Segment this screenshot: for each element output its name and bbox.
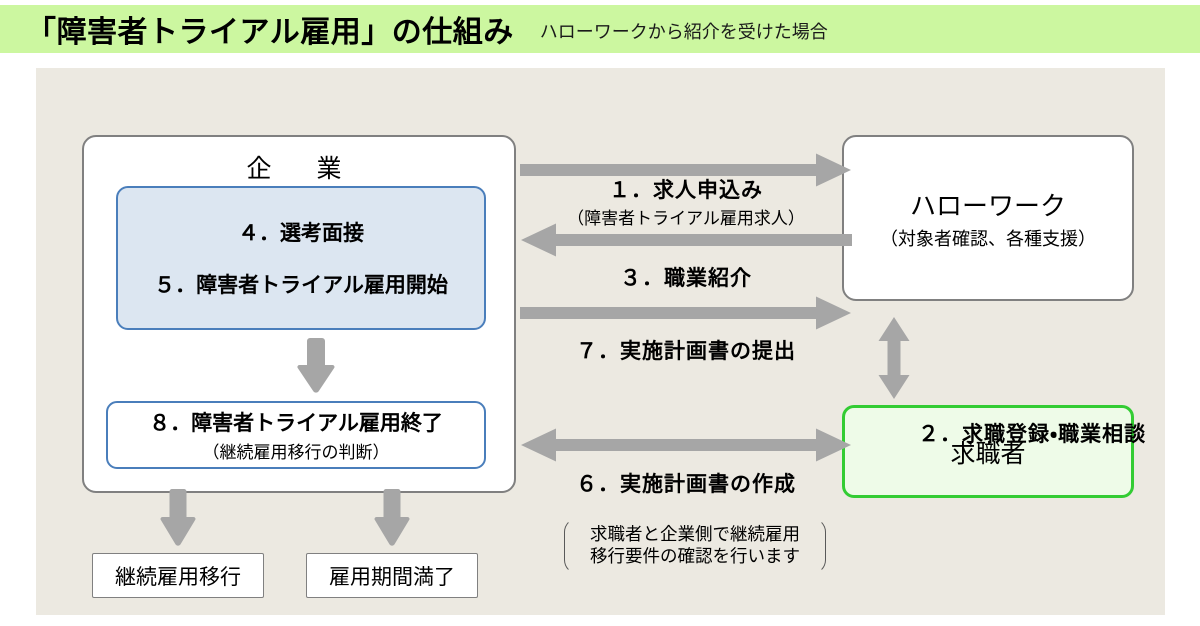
company-step8-box: ８．障害者トライアル雇用終了 （継続雇用移行の判断） [106, 401, 486, 469]
arrow-step2-bidirectional-vertical [876, 316, 912, 400]
jobseeker-box: 求職者 [842, 405, 1134, 498]
hellowork-box: ハローワーク （対象者確認、各種支援） [842, 135, 1134, 301]
arrow-step7-label: ７．実施計画書の提出 [516, 335, 856, 365]
note-bracket: 求職者と企業側で継続雇用 移行要件の確認を行います [564, 518, 826, 574]
arrow-step3-title: ３．職業紹介 [620, 267, 752, 290]
arrow-step6-bidirectional [520, 428, 852, 462]
outcome-box-continue: 継続雇用移行 [92, 553, 264, 598]
step-8-sublabel: （継続雇用移行の判断） [202, 443, 390, 462]
arrow-step2-label: ２．求職登録・職業相談 [918, 423, 1147, 446]
hellowork-title: ハローワーク [909, 190, 1066, 221]
hellowork-subtitle: （対象者確認、各種支援） [880, 228, 1096, 249]
company-steps-box: ４．選考面接 ５．障害者トライアル雇用開始 [116, 186, 486, 330]
company-internal-down-arrow [294, 338, 338, 394]
header-bar: 「障害者トライアル雇用」の仕組み ハローワークから紹介を受けた場合 [0, 5, 1200, 53]
arrow-step6-title: ６．実施計画書の作成 [576, 473, 796, 496]
arrow-step1-label: １．求人申込み （障害者トライアル雇用求人） [516, 174, 856, 229]
diagram-canvas: 企 業 ４．選考面接 ５．障害者トライアル雇用開始 ８．障害者トライアル雇用終了… [36, 68, 1165, 615]
outcome-box-expire: 雇用期間満了 [306, 553, 478, 598]
outcome-right-down-arrow [372, 489, 412, 547]
step-8-label: ８．障害者トライアル雇用終了 [149, 412, 443, 435]
note-line-1: 求職者と企業側で継続雇用 [590, 524, 800, 545]
arrow-step1-right [520, 153, 852, 187]
outcome-left-down-arrow [158, 489, 198, 547]
step-4-label: ４．選考面接 [238, 222, 364, 245]
page-subtitle: ハローワークから紹介を受けた場合 [539, 22, 828, 42]
arrow-step3-left [520, 223, 852, 257]
note-line-2: 移行要件の確認を行います [590, 546, 800, 566]
outcome-continue-label: 継続雇用移行 [115, 565, 241, 589]
jobseeker-title: 求職者 [950, 439, 1026, 468]
arrow-step7-right [520, 296, 852, 330]
arrow-step6-label: ６．実施計画書の作成 [516, 468, 856, 498]
page-title: 「障害者トライアル雇用」の仕組み [26, 16, 514, 49]
outcome-expire-label: 雇用期間満了 [329, 565, 455, 589]
arrow-step1-sublabel: （障害者トライアル雇用求人） [567, 209, 805, 228]
arrow-step1-title: １．求人申込み [609, 179, 763, 202]
step-5-label: ５．障害者トライアル雇用開始 [154, 274, 448, 297]
arrow-step3-label: ３．職業紹介 [516, 262, 856, 292]
company-title: 企 業 [246, 155, 352, 183]
arrow-step7-title: ７．実施計画書の提出 [576, 340, 796, 363]
